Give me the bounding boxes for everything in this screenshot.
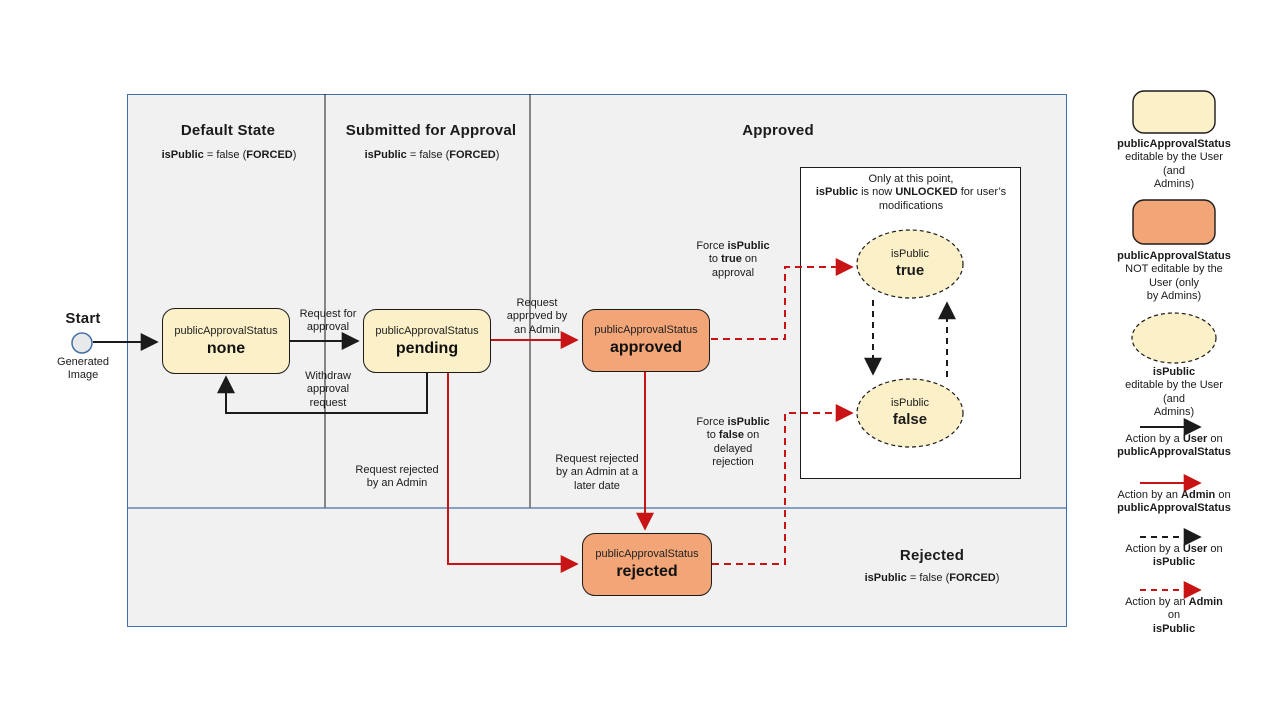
state-value: pending — [395, 339, 459, 357]
section-title-approved: Approved — [742, 122, 814, 139]
ispublic-attr: isPublic — [891, 396, 929, 409]
edge-label-request-for-approval: Request for approval — [299, 308, 357, 334]
edge-label-request-rejected-later: Request rejected by an Admin at a later … — [555, 453, 639, 492]
edge-label-force-true: Force isPublic to true on approval — [696, 240, 770, 279]
state-box-rejected: publicApprovalStatus rejected — [582, 533, 712, 596]
ispublic-unlock-box — [800, 167, 1021, 479]
legend-caption-user-ispublic: Action by a User on isPublic — [1125, 543, 1223, 569]
section-title-submitted: Submitted for Approval — [345, 122, 517, 139]
forced-note-rejected: isPublic = false (FORCED) — [864, 572, 1000, 584]
legend-caption-user-pas: Action by a User on publicApprovalStatus — [1117, 433, 1231, 459]
state-attr: publicApprovalStatus — [594, 324, 698, 336]
legend-caption-ellipse-editable: isPublic editable by the User (and Admin… — [1125, 366, 1223, 419]
legend-caption-box-not-editable: publicApprovalStatus NOT editable by the… — [1117, 250, 1231, 303]
section-title-rejected: Rejected — [899, 547, 965, 564]
legend-caption-admin-ispublic: Action by an Admin on isPublic — [1125, 596, 1223, 635]
state-box-none: publicApprovalStatus none — [162, 308, 290, 374]
ispublic-false-label: isPublic false — [891, 397, 929, 430]
state-attr: publicApprovalStatus — [174, 324, 278, 337]
ispublic-attr: isPublic — [891, 247, 929, 260]
state-box-approved: publicApprovalStatus approved — [582, 309, 710, 372]
state-value: approved — [609, 339, 682, 356]
state-value: none — [206, 339, 246, 357]
legend-not-editable-box-swatch — [1132, 199, 1216, 245]
legend-caption-admin-pas: Action by an Admin on publicApprovalStat… — [1117, 489, 1231, 515]
legend-ispublic-ellipse-swatch — [1131, 312, 1217, 364]
ispublic-true-label: isPublic true — [891, 248, 929, 281]
edge-label-force-false: Force isPublic to false on delayed rejec… — [696, 416, 770, 469]
state-value: rejected — [616, 563, 678, 580]
ispublic-value: false — [892, 410, 928, 428]
start-node — [71, 332, 93, 354]
section-title-default-state: Default State — [180, 122, 276, 139]
state-attr: publicApprovalStatus — [595, 548, 699, 560]
ispublic-value: true — [895, 261, 925, 279]
unlock-note: Only at this point, isPublic is now UNLO… — [815, 173, 1007, 212]
legend-editable-box-swatch — [1132, 90, 1216, 134]
forced-note-submitted: isPublic = false (FORCED) — [364, 149, 500, 161]
edge-label-request-approved: Request approved by an Admin — [506, 297, 568, 336]
edge-label-request-rejected: Request rejected by an Admin — [355, 464, 439, 490]
edge-label-withdraw: Withdraw approval request — [305, 370, 351, 409]
start-sublabel: Generated Image — [57, 356, 109, 382]
start-label: Start — [65, 310, 101, 327]
forced-note-default: isPublic = false (FORCED) — [161, 149, 297, 161]
legend-caption-box-editable: publicApprovalStatus editable by the Use… — [1117, 138, 1231, 191]
state-box-pending: publicApprovalStatus pending — [363, 309, 491, 373]
state-attr: publicApprovalStatus — [375, 324, 479, 337]
